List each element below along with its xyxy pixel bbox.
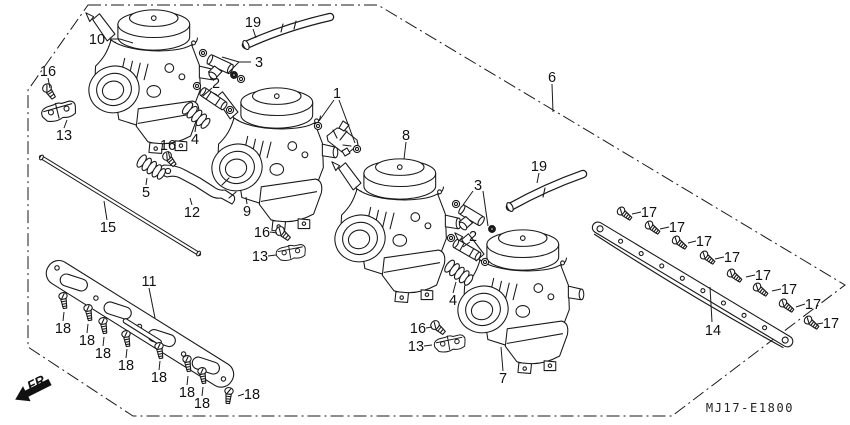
part-label-17: 17	[696, 234, 712, 250]
part-19-hose-right	[505, 169, 588, 212]
part-label-18: 18	[179, 385, 195, 401]
part-4-spring-bottom	[442, 258, 476, 288]
part-label-18: 18	[55, 321, 71, 337]
part-label-13: 13	[408, 339, 424, 355]
part-label-16: 16	[254, 225, 270, 241]
part-14-stay	[591, 221, 794, 349]
part-label-17: 17	[781, 282, 797, 298]
part-label-6: 6	[548, 70, 556, 86]
fr-label: FR.	[25, 371, 51, 394]
part-label-17: 17	[823, 316, 839, 332]
part-label-19: 19	[245, 15, 261, 31]
part-label-1: 1	[333, 86, 341, 102]
part-number-labels: 1016131932416512159186321941613161371118…	[40, 15, 839, 412]
part-label-18: 18	[79, 333, 95, 349]
part-15-rod	[38, 154, 202, 257]
part-label-19: 19	[531, 159, 547, 175]
part-label-12: 12	[184, 205, 200, 221]
part-label-2: 2	[212, 76, 220, 92]
part-label-16: 16	[40, 64, 56, 80]
part-label-10: 10	[89, 32, 105, 48]
part-label-4: 4	[191, 132, 199, 148]
fr-direction-arrow	[15, 378, 52, 402]
part-label-18: 18	[151, 370, 167, 386]
part-label-14: 14	[705, 323, 721, 339]
part-label-2: 2	[469, 229, 477, 245]
part-label-13: 13	[56, 128, 72, 144]
part-label-17: 17	[805, 297, 821, 313]
part-label-4: 4	[449, 293, 457, 309]
part-1-fuel-joint	[313, 120, 362, 157]
part-label-5: 5	[142, 185, 150, 201]
part-label-8: 8	[402, 128, 410, 144]
part-label-15: 15	[100, 220, 116, 236]
part-label-17: 17	[755, 268, 771, 284]
exploded-parts-artwork	[38, 9, 821, 405]
part-11-bracket	[45, 259, 235, 388]
part-label-18: 18	[118, 358, 134, 374]
part-label-17: 17	[669, 220, 685, 236]
assembly-outline	[27, 4, 846, 417]
part-17-screws	[615, 205, 821, 332]
leader-lines	[47, 28, 824, 397]
part-label-13: 13	[252, 249, 268, 265]
front-direction-indicator: FR.	[15, 371, 52, 402]
part-12-arm	[158, 164, 237, 205]
part-8-carburetor	[329, 158, 462, 303]
part-label-18: 18	[95, 346, 111, 362]
part-label-18: 18	[194, 396, 210, 412]
part-19-hose-top	[241, 12, 335, 51]
part-label-11: 11	[141, 274, 156, 290]
part-label-16: 16	[410, 321, 426, 337]
part-label-3: 3	[255, 55, 263, 71]
part-label-7: 7	[499, 371, 507, 387]
part-label-17: 17	[724, 250, 740, 266]
part-label-18: 18	[244, 387, 260, 403]
part-label-3: 3	[474, 178, 482, 194]
diagram-code: MJ17-E1800	[706, 401, 794, 415]
part-label-9: 9	[243, 204, 251, 220]
part-label-16: 16	[160, 138, 176, 154]
part-label-17: 17	[641, 205, 657, 221]
